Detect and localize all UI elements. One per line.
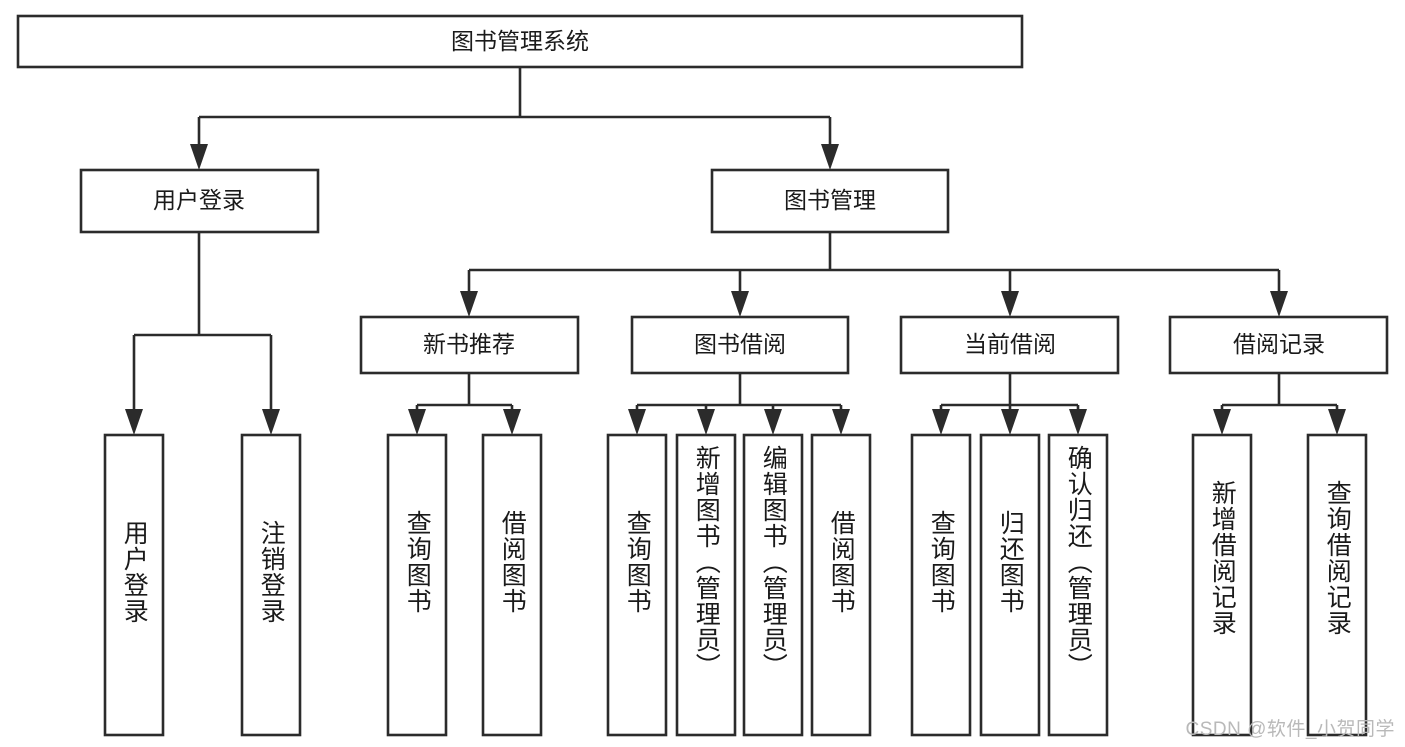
leaf-box-user-login[interactable] <box>103 433 165 737</box>
leaf-box-newbook-query[interactable] <box>386 433 448 737</box>
leaf-box-record-add[interactable] <box>1191 433 1253 737</box>
arrow-leaf-newbook-1 <box>408 409 426 435</box>
node-book-manage-label: 图书管理 <box>784 187 876 213</box>
leaf-box-logout[interactable] <box>240 433 302 737</box>
arrow-to-book-manage <box>821 144 839 170</box>
leaf-box-newbook-borrow[interactable] <box>481 433 543 737</box>
node-user-login-box[interactable] <box>79 168 320 234</box>
node-borrow-record-box[interactable] <box>1168 315 1389 375</box>
node-new-book-recommend-box[interactable] <box>359 315 580 375</box>
node-borrow-record-label: 借阅记录 <box>1233 331 1325 357</box>
node-book-manage-box[interactable] <box>710 168 950 234</box>
leaf-box-bookborrow-edit[interactable] <box>742 433 804 737</box>
node-current-borrow-label: 当前借阅 <box>964 331 1056 357</box>
node-book-borrow-box[interactable] <box>630 315 850 375</box>
node-current-borrow-box[interactable] <box>899 315 1120 375</box>
leaf-box-record-query[interactable] <box>1306 433 1368 737</box>
arrow-leaf-user-login <box>125 409 143 435</box>
leaf-box-currentborrow-query[interactable] <box>910 433 972 737</box>
leaf-box-bookborrow-add[interactable] <box>675 433 737 737</box>
arrow-leaf-bookborrow-2 <box>697 409 715 435</box>
arrow-to-borrow-record <box>1270 291 1288 317</box>
arrow-leaf-newbook-2 <box>503 409 521 435</box>
node-book-borrow-label: 图书借阅 <box>694 331 786 357</box>
arrow-leaf-currentborrow-2 <box>1001 409 1019 435</box>
arrow-to-user-login <box>190 144 208 170</box>
leaf-box-currentborrow-return[interactable] <box>979 433 1041 737</box>
node-root-label: 图书管理系统 <box>451 28 589 54</box>
arrow-leaf-currentborrow-3 <box>1069 409 1087 435</box>
arrow-to-book-borrow <box>731 291 749 317</box>
arrow-leaf-borrowrecord-1 <box>1213 409 1231 435</box>
arrow-leaf-bookborrow-1 <box>628 409 646 435</box>
arrow-to-new-book <box>460 291 478 317</box>
arrow-to-current-borrow <box>1001 291 1019 317</box>
node-root-box[interactable] <box>16 14 1024 69</box>
arrow-leaf-bookborrow-3 <box>764 409 782 435</box>
arrow-leaf-borrowrecord-2 <box>1328 409 1346 435</box>
arrow-leaf-bookborrow-4 <box>832 409 850 435</box>
node-new-book-recommend-label: 新书推荐 <box>423 331 515 357</box>
leaf-box-bookborrow-query[interactable] <box>606 433 668 737</box>
leaf-box-bookborrow-borrow[interactable] <box>810 433 872 737</box>
node-layer: 图书管理系统 用户登录 图书管理 新书推荐 图书借阅 当前借阅 借阅记录 <box>16 14 1389 737</box>
arrow-leaf-logout <box>262 409 280 435</box>
node-user-login-label: 用户登录 <box>153 187 245 213</box>
arrow-leaf-currentborrow-1 <box>932 409 950 435</box>
connector-layer <box>125 67 1346 435</box>
leaf-box-currentborrow-confirm[interactable] <box>1047 433 1109 737</box>
